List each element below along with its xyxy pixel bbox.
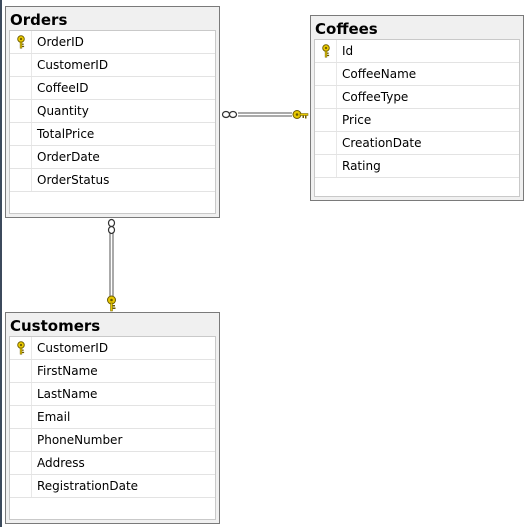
column-row[interactable]: Price — [315, 109, 519, 132]
row-selector[interactable] — [10, 337, 32, 359]
infinity-icon — [221, 110, 238, 119]
column-name: FirstName — [37, 364, 98, 378]
column-row[interactable]: Quantity — [10, 100, 215, 123]
column-name: OrderStatus — [37, 173, 110, 187]
row-selector[interactable] — [10, 406, 32, 428]
column-row[interactable]: CustomerID — [10, 337, 215, 360]
column-row[interactable]: RegistrationDate — [10, 475, 215, 498]
row-selector[interactable] — [10, 123, 32, 145]
column-name: CustomerID — [37, 58, 109, 72]
row-selector[interactable] — [10, 360, 32, 382]
relationship-orders-coffees[interactable] — [221, 110, 309, 119]
table-title[interactable]: Customers — [6, 313, 219, 335]
row-selector[interactable] — [10, 54, 32, 76]
column-row[interactable]: Email — [10, 406, 215, 429]
window-edge — [0, 0, 2, 527]
column-row[interactable]: CreationDate — [315, 132, 519, 155]
column-row[interactable]: CoffeeName — [315, 63, 519, 86]
column-row[interactable]: OrderStatus — [10, 169, 215, 192]
column-row[interactable]: Id — [315, 40, 519, 63]
column-name: Rating — [342, 159, 381, 173]
column-row[interactable]: LastName — [10, 383, 215, 406]
row-selector[interactable] — [10, 169, 32, 191]
infinity-icon — [107, 218, 116, 235]
table-orders[interactable]: Orders OrderID CustomerID CoffeeID Quantity… — [5, 6, 220, 218]
key-icon — [17, 35, 25, 49]
row-selector[interactable] — [315, 109, 337, 131]
column-name: CoffeeName — [342, 67, 417, 81]
key-icon — [292, 110, 309, 119]
row-selector[interactable] — [10, 77, 32, 99]
column-name: CoffeeType — [342, 90, 409, 104]
relationship-orders-customers[interactable] — [107, 218, 116, 312]
column-name: CreationDate — [342, 136, 422, 150]
row-selector[interactable] — [10, 100, 32, 122]
column-name: Email — [37, 410, 71, 424]
row-selector[interactable] — [315, 155, 337, 177]
column-row[interactable]: CoffeeType — [315, 86, 519, 109]
column-name: OrderID — [37, 35, 84, 49]
column-name: PhoneNumber — [37, 433, 123, 447]
key-icon — [322, 44, 330, 58]
row-selector[interactable] — [10, 429, 32, 451]
column-row[interactable]: CustomerID — [10, 54, 215, 77]
key-icon — [17, 341, 25, 355]
column-name: OrderDate — [37, 150, 100, 164]
column-row[interactable]: Rating — [315, 155, 519, 178]
column-row[interactable]: PhoneNumber — [10, 429, 215, 452]
column-name: Address — [37, 456, 85, 470]
row-selector[interactable] — [10, 31, 32, 53]
column-name: CustomerID — [37, 341, 109, 355]
column-name: CoffeeID — [37, 81, 89, 95]
row-selector[interactable] — [315, 132, 337, 154]
table-title[interactable]: Coffees — [311, 16, 523, 38]
column-row[interactable]: OrderID — [10, 31, 215, 54]
key-icon — [107, 295, 116, 312]
column-row[interactable]: Address — [10, 452, 215, 475]
column-name: TotalPrice — [37, 127, 95, 141]
column-name: Id — [342, 44, 354, 58]
row-selector[interactable] — [315, 86, 337, 108]
column-row[interactable]: CoffeeID — [10, 77, 215, 100]
row-selector[interactable] — [10, 475, 32, 497]
row-selector[interactable] — [10, 383, 32, 405]
table-title[interactable]: Orders — [6, 7, 219, 29]
column-name: Price — [342, 113, 372, 127]
row-selector[interactable] — [10, 452, 32, 474]
row-selector[interactable] — [315, 40, 337, 62]
row-selector[interactable] — [10, 146, 32, 168]
row-selector[interactable] — [315, 63, 337, 85]
column-name: RegistrationDate — [37, 479, 139, 493]
column-row[interactable]: FirstName — [10, 360, 215, 383]
column-name: Quantity — [37, 104, 89, 118]
column-name: LastName — [37, 387, 98, 401]
column-row[interactable]: OrderDate — [10, 146, 215, 169]
column-row[interactable]: TotalPrice — [10, 123, 215, 146]
